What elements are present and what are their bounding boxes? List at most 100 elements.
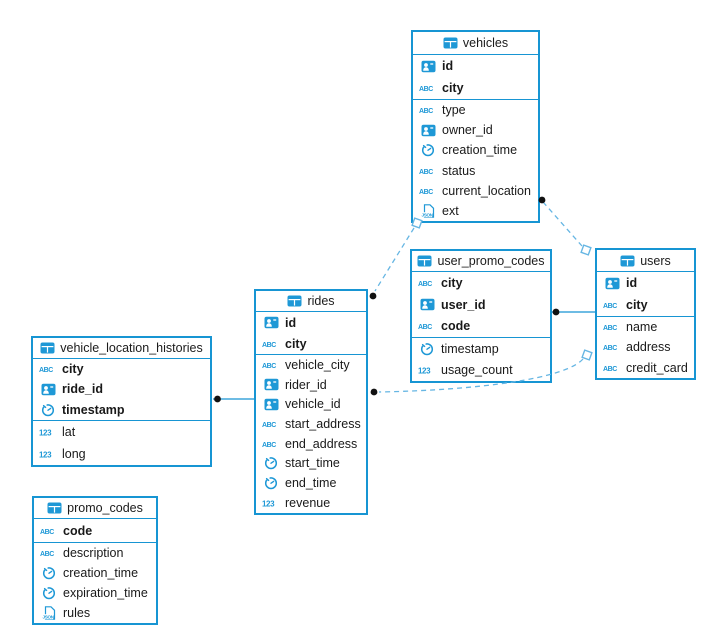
column-row-timestamp[interactable]: timestamp bbox=[33, 400, 210, 420]
column-row-ride_id[interactable]: ride_id bbox=[33, 379, 210, 399]
column-label: id bbox=[626, 276, 638, 290]
table-title: users bbox=[640, 253, 671, 268]
relationship-square-marker bbox=[581, 349, 593, 361]
column-row-creation_time[interactable]: creation_time bbox=[413, 140, 538, 160]
table-header-user_promo_codes[interactable]: user_promo_codes bbox=[412, 251, 550, 272]
column-label: city bbox=[62, 362, 84, 377]
column-row-end_time[interactable]: end_time bbox=[256, 473, 366, 493]
svg-text:ABC: ABC bbox=[603, 366, 617, 373]
table-title: vehicle_location_histories bbox=[60, 341, 203, 355]
svg-text:ABC: ABC bbox=[418, 324, 432, 331]
column-label: owner_id bbox=[442, 123, 493, 138]
num-icon: 123 bbox=[39, 448, 57, 460]
svg-text:123: 123 bbox=[418, 367, 431, 376]
svg-text:ABC: ABC bbox=[603, 303, 617, 310]
column-label: vehicle_id bbox=[285, 397, 341, 412]
user-id-icon bbox=[39, 383, 57, 396]
clock-icon bbox=[419, 143, 437, 157]
clock-icon bbox=[40, 566, 58, 580]
column-row-start_time[interactable]: start_time bbox=[256, 453, 366, 473]
user-id-icon bbox=[262, 316, 280, 329]
column-row-timestamp[interactable]: timestamp bbox=[412, 338, 550, 360]
column-row-owner_id[interactable]: owner_id bbox=[413, 120, 538, 140]
column-row-id[interactable]: id bbox=[597, 272, 694, 294]
table-icon bbox=[47, 501, 62, 515]
relationship-line-vehicles-rides[interactable] bbox=[374, 227, 415, 292]
table-header-vehicle_location_histories[interactable]: vehicle_location_histories bbox=[33, 338, 210, 359]
column-row-ext[interactable]: JSON ext bbox=[413, 201, 538, 221]
svg-text:ABC: ABC bbox=[39, 367, 53, 374]
user-id-icon bbox=[418, 298, 436, 311]
table-title: vehicles bbox=[462, 36, 509, 50]
column-label: rider_id bbox=[285, 377, 327, 392]
column-label: timestamp bbox=[441, 341, 499, 356]
abc-icon: ABC bbox=[603, 321, 621, 333]
svg-text:ABC: ABC bbox=[419, 189, 433, 196]
column-row-id[interactable]: id bbox=[256, 312, 366, 333]
column-row-rider_id[interactable]: rider_id bbox=[256, 375, 366, 395]
table-header-rides[interactable]: rides bbox=[256, 291, 366, 312]
table-header-users[interactable]: users bbox=[597, 250, 694, 272]
json-icon: JSON bbox=[419, 204, 437, 218]
table-header-promo_codes[interactable]: promo_codes bbox=[34, 498, 156, 519]
svg-text:JSON: JSON bbox=[42, 615, 54, 620]
column-label: id bbox=[285, 315, 297, 330]
column-label: long bbox=[62, 446, 86, 461]
column-row-long[interactable]: 123 long bbox=[33, 443, 210, 465]
column-row-expiration_time[interactable]: expiration_time bbox=[34, 583, 156, 603]
relationship-line-vehicles-users[interactable] bbox=[542, 201, 583, 247]
column-row-creation_time[interactable]: creation_time bbox=[34, 563, 156, 583]
column-label: credit_card bbox=[626, 360, 688, 375]
clock-icon bbox=[39, 402, 57, 417]
column-row-city[interactable]: ABC city bbox=[33, 359, 210, 379]
column-label: ext bbox=[442, 204, 459, 219]
column-label: type bbox=[442, 103, 466, 118]
column-row-credit_card[interactable]: ABC credit_card bbox=[597, 358, 694, 378]
column-row-id[interactable]: id bbox=[413, 55, 538, 77]
table-icon bbox=[443, 36, 458, 50]
clock-icon bbox=[262, 456, 280, 470]
abc-icon: ABC bbox=[419, 165, 437, 177]
table-title: promo_codes bbox=[67, 501, 143, 515]
column-row-user_id[interactable]: user_id bbox=[412, 294, 550, 316]
column-label: creation_time bbox=[63, 566, 139, 580]
table-title: rides bbox=[307, 294, 335, 308]
table-title: user_promo_codes bbox=[437, 254, 545, 268]
column-row-vehicle_id[interactable]: vehicle_id bbox=[256, 394, 366, 414]
table-header-vehicles[interactable]: vehicles bbox=[413, 32, 538, 55]
svg-text:ABC: ABC bbox=[40, 529, 54, 536]
user-id-icon bbox=[419, 60, 437, 73]
